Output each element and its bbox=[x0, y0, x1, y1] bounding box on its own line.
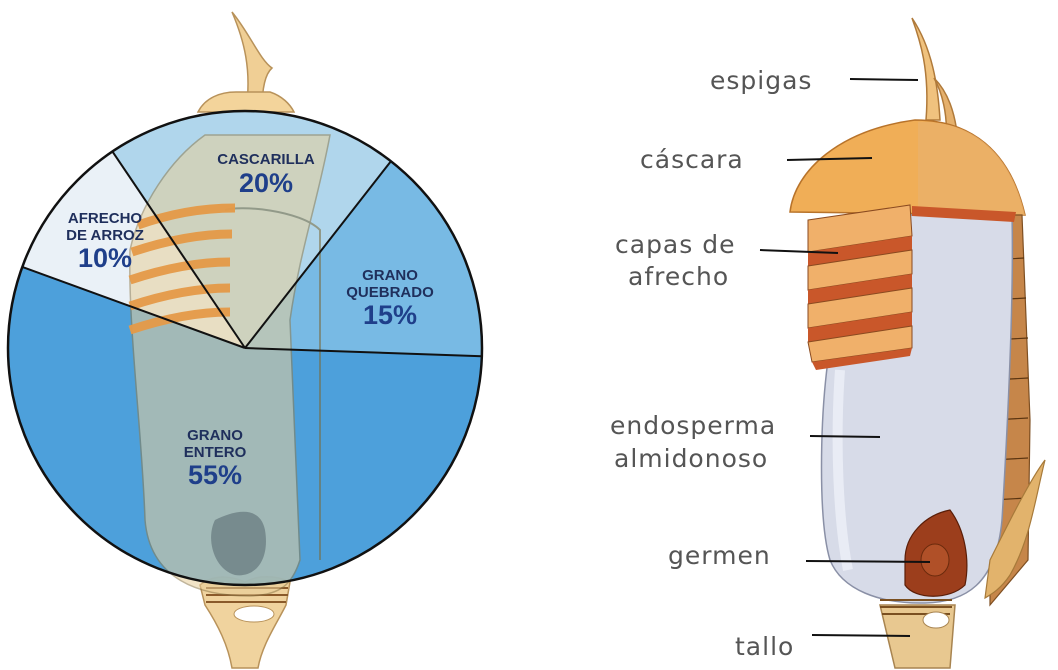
label-tallo: tallo bbox=[735, 632, 794, 661]
husk-cap-right-shade bbox=[918, 122, 1025, 215]
bran-layer-bands bbox=[808, 205, 912, 370]
stem-notch bbox=[923, 612, 949, 628]
left-stem-notch bbox=[234, 606, 274, 622]
left-husk-top-shape bbox=[198, 92, 294, 112]
pie-slice-label: GRANO bbox=[187, 427, 243, 444]
pie-slice-label: DE ARROZ bbox=[66, 227, 144, 244]
pie-slice-label: CASCARILLA bbox=[217, 151, 315, 168]
germ-inner bbox=[921, 544, 949, 576]
label-endosperma-line2: almidonoso bbox=[614, 444, 768, 473]
label-capas-line2: afrecho bbox=[628, 262, 729, 291]
awn-tall-shape bbox=[912, 18, 940, 120]
label-espigas: espigas bbox=[710, 66, 812, 95]
pie-slice-value: 15% bbox=[363, 300, 417, 330]
label-endosperma-line1: endosperma bbox=[610, 411, 776, 440]
leader-endosperma bbox=[810, 436, 880, 437]
anatomy-panel: espigas cáscara capas de afrecho endospe… bbox=[610, 18, 1045, 668]
pie-slice-label: AFRECHO bbox=[68, 210, 142, 227]
leader-germen bbox=[806, 561, 930, 562]
pie-slice-value: 20% bbox=[239, 168, 293, 198]
pie-slice-label: QUEBRADO bbox=[346, 284, 434, 301]
pie-chart-panel: CASCARILLA20%GRANOQUEBRADO15%GRANOENTERO… bbox=[8, 12, 482, 668]
pie-slice-label: GRANO bbox=[362, 267, 418, 284]
label-cascara: cáscara bbox=[640, 145, 744, 174]
pie-slice-value: 55% bbox=[188, 460, 242, 490]
pie-slice-value: 10% bbox=[78, 243, 132, 273]
leader-tallo bbox=[812, 635, 910, 636]
leader-espigas bbox=[850, 79, 918, 80]
label-germen: germen bbox=[668, 541, 771, 570]
label-capas-line1: capas de bbox=[615, 230, 735, 259]
pie-slice-label: ENTERO bbox=[184, 444, 247, 461]
